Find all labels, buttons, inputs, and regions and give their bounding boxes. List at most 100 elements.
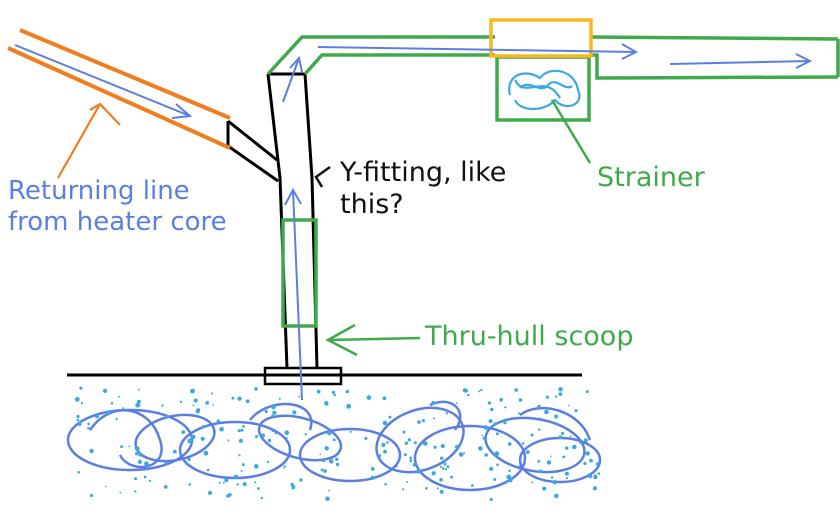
water-speckle	[552, 480, 557, 485]
water-speckle	[518, 465, 521, 468]
water-speckle	[329, 459, 334, 464]
water-speckle	[364, 436, 368, 440]
water-speckle	[593, 475, 598, 480]
flow-arrow-outlet	[669, 60, 811, 65]
water-speckle	[515, 417, 518, 420]
thru-hull-scoop-label: Thru-hull scoop	[425, 321, 634, 352]
water-speckle	[196, 408, 201, 412]
water-speckle	[216, 419, 220, 423]
water-speckle	[179, 400, 183, 403]
water-speckle	[245, 399, 250, 404]
water-speckle	[327, 431, 332, 436]
water-speckle	[134, 490, 137, 493]
water-speckle	[233, 474, 239, 480]
water-speckle	[104, 485, 107, 488]
water-speckle	[226, 494, 230, 498]
water-speckle	[496, 463, 499, 467]
water-speckle	[416, 469, 421, 474]
water-speckle	[164, 461, 168, 465]
water-speckle	[316, 389, 321, 394]
water-speckle	[366, 395, 372, 400]
water-speckle	[489, 497, 493, 502]
arrow-head-riser	[289, 55, 303, 73]
water-speckle	[136, 399, 141, 404]
water-speckle	[285, 436, 288, 439]
returning-line-label: Returning line from heater core	[8, 176, 227, 237]
water-speckle	[266, 460, 270, 464]
water-speckle	[530, 433, 534, 437]
water-speckle	[115, 417, 118, 421]
water-speckle	[95, 414, 99, 419]
water-speckle	[508, 469, 511, 473]
water-speckle	[585, 451, 590, 456]
water-speckle	[493, 422, 497, 426]
water-speckle	[120, 445, 124, 449]
water-speckle	[431, 471, 436, 476]
water-speckle	[518, 412, 521, 415]
water-speckle	[76, 414, 80, 419]
water-speckle	[409, 459, 413, 463]
water-speckle	[482, 436, 486, 440]
water-speckle	[595, 462, 600, 466]
flow-arrow-riser	[282, 57, 300, 103]
water-speckle	[550, 455, 552, 458]
water-speckle	[242, 425, 245, 428]
water-speckle	[134, 452, 139, 456]
water-speckle	[478, 446, 483, 451]
water-speckle	[324, 402, 329, 406]
water-speckle	[254, 481, 257, 484]
water-speckle	[558, 435, 563, 440]
water-speckle	[298, 395, 301, 398]
water-speckle	[80, 402, 83, 405]
water-speckle	[579, 441, 582, 444]
water-speckle	[504, 406, 507, 409]
water-speckle	[79, 386, 83, 390]
water-speckle	[222, 481, 225, 484]
water-speckle	[118, 395, 121, 398]
water-speckle	[477, 390, 480, 393]
water-speckle	[383, 449, 387, 454]
water-speckle	[110, 402, 114, 405]
thru-hull-flange	[263, 366, 343, 386]
water-speckle	[271, 405, 276, 410]
water-speckle	[538, 417, 541, 420]
water-speckle	[370, 475, 375, 480]
water-speckle	[531, 481, 534, 484]
water-speckle	[271, 414, 274, 417]
water-speckle	[193, 398, 198, 403]
y-fitting-branch	[226, 119, 279, 183]
water-speckle	[122, 407, 125, 410]
water-speckle	[173, 449, 177, 454]
water-speckle	[407, 438, 411, 442]
water-speckle	[503, 418, 507, 422]
water-speckle	[384, 483, 387, 486]
water-speckle	[87, 422, 90, 426]
water-speckle	[201, 425, 206, 429]
water-speckle	[200, 436, 205, 441]
returning-line-label-line1: Returning line	[8, 176, 190, 206]
water-speckle	[592, 486, 598, 491]
water-speckle	[403, 453, 407, 457]
water-speckle	[255, 435, 258, 439]
water-speckle	[439, 478, 443, 482]
water-speckle	[439, 489, 444, 494]
water-speckle	[128, 445, 131, 448]
water-speckle	[488, 419, 493, 424]
y-fitting-pointer	[314, 165, 331, 188]
water-speckle	[240, 428, 244, 432]
water-speckle	[503, 420, 507, 425]
water-speckle	[446, 465, 450, 469]
water-speckle	[423, 441, 428, 446]
water-speckle	[238, 438, 243, 443]
water-speckle	[558, 392, 563, 396]
water-speckle	[467, 393, 470, 397]
water-speckle	[254, 387, 258, 391]
water-speckle	[381, 442, 386, 447]
water-speckle	[439, 465, 443, 468]
water-speckle	[554, 414, 559, 419]
thru-hull-pointer	[325, 323, 421, 357]
water-speckle	[283, 465, 286, 468]
water-speckle	[267, 438, 272, 443]
water-speckle	[260, 496, 263, 500]
water-speckle	[253, 464, 259, 469]
